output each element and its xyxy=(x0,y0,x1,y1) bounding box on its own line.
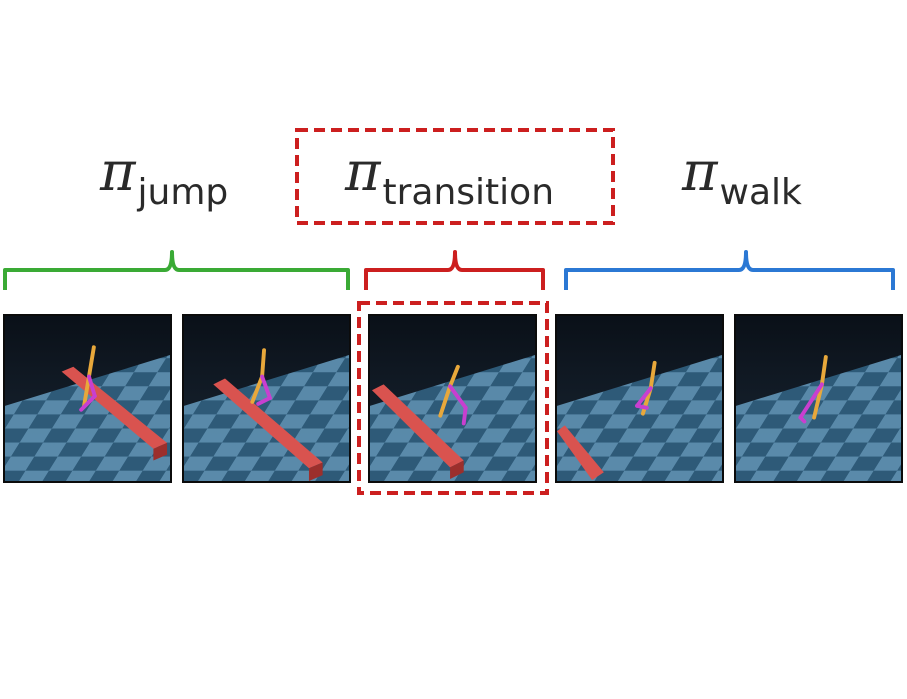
label-walk: πwalk xyxy=(682,140,802,213)
jump-frame-illustration xyxy=(184,316,349,481)
frame-jump-2 xyxy=(182,314,351,483)
brace-transition xyxy=(364,250,545,290)
frame-walk-1 xyxy=(555,314,724,483)
subscript-jump: jump xyxy=(137,172,229,213)
walk-frame-illustration xyxy=(557,316,722,481)
subscript-transition: transition xyxy=(382,172,555,213)
frame-jump-1 xyxy=(3,314,172,483)
pi-symbol: π xyxy=(345,140,381,203)
label-jump: πjump xyxy=(100,140,228,213)
jump-frame-illustration xyxy=(5,316,170,481)
walk-frame-illustration xyxy=(736,316,901,481)
brace-walk xyxy=(564,250,895,290)
brace-jump xyxy=(3,250,350,290)
transition-frame-illustration xyxy=(370,316,535,481)
frame-walk-2 xyxy=(734,314,903,483)
label-transition: πtransition xyxy=(345,140,554,213)
pi-symbol: π xyxy=(100,140,136,203)
frame-transition xyxy=(368,314,537,483)
subscript-walk: walk xyxy=(719,172,802,213)
pi-symbol: π xyxy=(682,140,718,203)
